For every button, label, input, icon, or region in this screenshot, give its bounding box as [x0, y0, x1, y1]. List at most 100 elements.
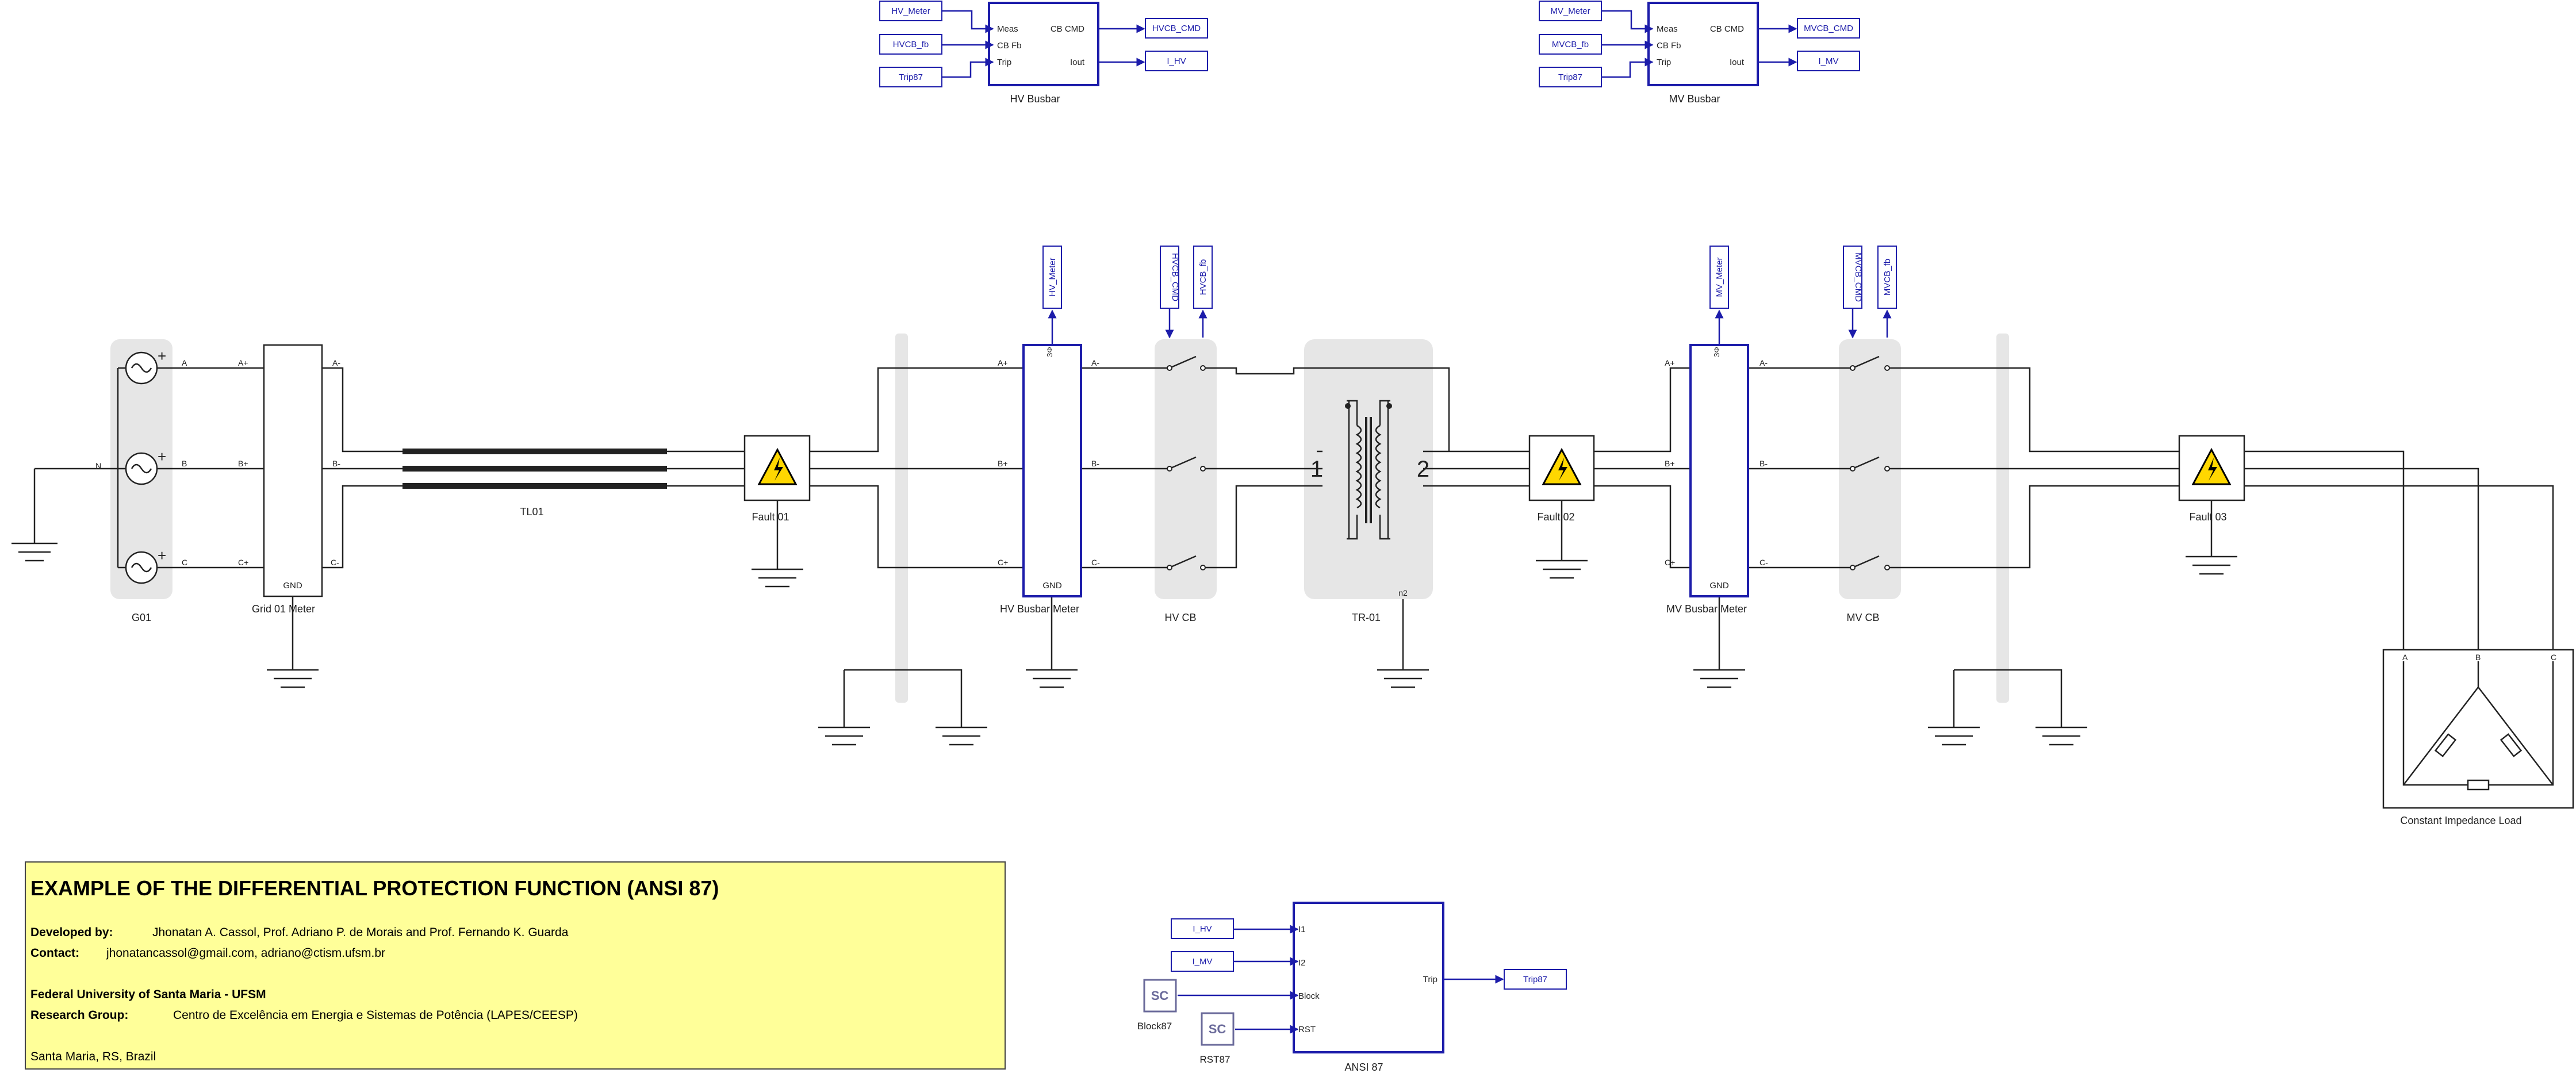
tl01-line[interactable] — [402, 449, 667, 489]
g01-sources[interactable] — [125, 351, 158, 584]
tag-hv-relay-in-0[interactable] — [879, 1, 942, 21]
tr01-dot-2 — [1386, 403, 1392, 409]
tag-hv-relay-out-0[interactable] — [1145, 18, 1208, 39]
tag-mv-meter[interactable] — [1709, 246, 1729, 309]
mv-relay-in-cbfb: CB Fb — [1657, 41, 1681, 51]
tag-hv-relay-in-2[interactable] — [879, 67, 942, 87]
fault03[interactable] — [2178, 435, 2245, 501]
mv-busbar-meter-label: MV Busbar Meter — [1666, 603, 1747, 615]
hv-relay-out-tag-0-text: HVCB_CMD — [1152, 24, 1201, 33]
g01-phase-b: B — [182, 459, 187, 468]
hv-meter-gnd: GND — [1042, 581, 1062, 591]
mv-meter-b-minus: B- — [1759, 459, 1768, 468]
tag-mv-relay-in-1[interactable] — [1539, 34, 1602, 55]
grid-meter-c-plus: C+ — [238, 558, 248, 567]
mv-meter-b-plus: B+ — [1665, 459, 1675, 468]
research-group-label: Research Group: — [30, 1009, 129, 1022]
mv-relay-wires — [1601, 10, 1797, 78]
fault03-label: Fault 03 — [2189, 511, 2226, 523]
constant-impedance-load[interactable] — [2382, 649, 2574, 809]
tag-mvcb-cmd[interactable] — [1843, 246, 1862, 309]
hv-busbar-relay[interactable] — [988, 2, 1099, 86]
block87-constant[interactable]: SC — [1143, 979, 1177, 1013]
vertical-signal-tags[interactable] — [1042, 246, 1897, 309]
tag-hv-meter[interactable] — [1042, 246, 1062, 309]
mv-meter-gnd: GND — [1709, 581, 1729, 591]
mv-relay-tag-text: MV_Meter MVCB_fb Trip87 MVCB_CMD I_MV — [1550, 6, 1853, 82]
block87-label: Block87 — [1137, 1021, 1172, 1032]
ansi87-out-tag-text: Trip87 — [1523, 975, 1547, 984]
hv-relay-title: HV Busbar — [1010, 93, 1060, 105]
tag-hv-relay-in-1[interactable] — [879, 34, 942, 55]
tag-mv-relay-in-0[interactable] — [1539, 1, 1602, 21]
mv-relay-in-trip: Trip — [1657, 58, 1671, 67]
tag-mv-relay-out-1[interactable] — [1797, 51, 1860, 71]
hv-relay-tags[interactable] — [879, 1, 1208, 87]
tag-mv-relay-in-2[interactable] — [1539, 67, 1602, 87]
mv-busbar-meter-box[interactable] — [1689, 344, 1749, 597]
tr01-winding-1: 1 — [1310, 457, 1323, 482]
ansi87-port-rst: RST — [1298, 1025, 1316, 1034]
mv-cb-group — [1839, 339, 1901, 599]
load-label: Constant Impedance Load — [2400, 815, 2521, 826]
ansi87-in-tag-1-text: I_MV — [1192, 957, 1212, 967]
tag-mvcb-fb[interactable] — [1877, 246, 1897, 309]
mv-meter-c-plus: C+ — [1665, 558, 1675, 567]
hv-meter-3phase-port: 3Φ — [1045, 347, 1054, 357]
tag-ansi87-in-0[interactable] — [1171, 918, 1234, 939]
info-box: EXAMPLE OF THE DIFFERENTIAL PROTECTION F… — [25, 861, 1006, 1070]
grid-meter-box[interactable] — [263, 344, 323, 597]
tag-hvcb-cmd[interactable] — [1160, 246, 1179, 309]
mv-bus-bar-shape — [1996, 334, 2009, 703]
plus-a: + — [158, 347, 166, 365]
ansi87-port-i1: I1 — [1298, 925, 1306, 934]
rst87-constant[interactable]: SC — [1201, 1012, 1235, 1046]
hv-relay-out-cbcmd: CB CMD — [1051, 24, 1084, 34]
hv-relay-in-meas: Meas — [997, 24, 1018, 34]
developed-label: Developed by: — [30, 926, 113, 939]
mv-meter-3phase-port: 3Φ — [1712, 347, 1721, 357]
tag-hvcb-fb-text: HVCB_fb — [1198, 259, 1208, 296]
hv-relay-tag-text: HV_Meter HVCB_fb Trip87 HVCB_CMD I_HV — [891, 6, 1201, 82]
tr01-transformer[interactable] — [1317, 400, 1390, 540]
hv-busbar-meter-box[interactable] — [1022, 344, 1082, 597]
tag-hvcb-fb[interactable] — [1193, 246, 1213, 309]
tag-ansi87-out[interactable] — [1504, 969, 1567, 990]
fault01-label: Fault 01 — [752, 511, 789, 523]
mv-relay-tags[interactable] — [1539, 1, 1860, 87]
mv-relay-in-meas: Meas — [1657, 24, 1678, 34]
hv-relay-in-tag-0-text: HV_Meter — [891, 6, 930, 16]
developed-value: Jhonatan A. Cassol, Prof. Adriano P. de … — [152, 926, 569, 939]
tag-mvcb-fb-text: MVCB_fb — [1883, 259, 1892, 296]
hv-meter-c-minus: C- — [1091, 558, 1100, 567]
grid-meter-b-minus: B- — [332, 459, 340, 468]
ansi87-port-i2: I2 — [1298, 958, 1306, 968]
tag-hv-relay-out-1[interactable] — [1145, 51, 1208, 71]
fault02[interactable] — [1528, 435, 1595, 501]
grid-meter-c-minus: C- — [331, 558, 339, 567]
grid-meter-gnd: GND — [283, 581, 302, 591]
hv-relay-ports: Meas CB Fb Trip CB CMD Iout — [997, 24, 1085, 67]
tag-mvcb-cmd-text: MVCB_CMD — [1853, 252, 1863, 302]
mv-cb-label: MV CB — [1846, 612, 1879, 623]
ansi87-block[interactable] — [1293, 902, 1444, 1053]
tag-mv-relay-out-0[interactable] — [1797, 18, 1860, 39]
research-group-value: Centro de Excelência em Energia e Sistem… — [173, 1009, 578, 1022]
tag-ansi87-in-1[interactable] — [1171, 951, 1234, 972]
hv-relay-in-tag-1-text: HVCB_fb — [893, 40, 929, 49]
mv-relay-ports: Meas CB Fb Trip CB CMD Iout — [1657, 24, 1745, 67]
hv-relay-out-iout: Iout — [1070, 58, 1085, 67]
mv-relay-in-tag-1-text: MVCB_fb — [1552, 40, 1589, 49]
rst87-sc: SC — [1209, 1022, 1226, 1036]
grid-meter-b-plus: B+ — [238, 459, 248, 468]
switch-contacts — [1167, 365, 1890, 570]
fault01[interactable] — [743, 435, 811, 501]
mv-meter-a-plus: A+ — [1665, 358, 1675, 367]
tr01-label: TR-01 — [1352, 612, 1381, 623]
mv-busbar-relay[interactable] — [1647, 2, 1759, 86]
mv-meter-a-minus: A- — [1759, 358, 1768, 367]
hv-meter-c-plus: C+ — [998, 558, 1008, 567]
ansi87-tags[interactable] — [1171, 918, 1567, 990]
ansi87-ports: I1 I2 Block RST Trip — [1298, 925, 1438, 1034]
g01-phase-a: A — [182, 358, 187, 367]
